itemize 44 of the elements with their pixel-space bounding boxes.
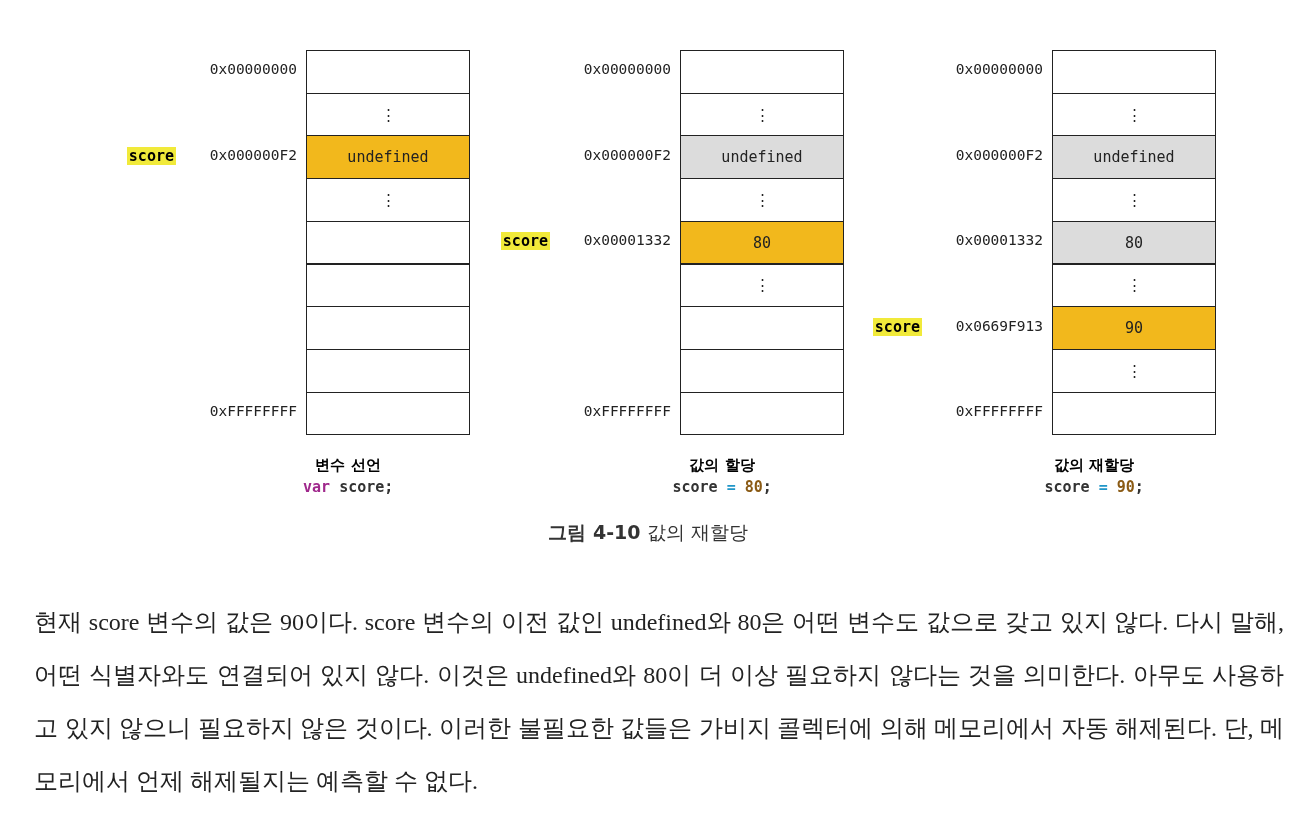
empty-memory-cell — [306, 391, 470, 436]
empty-memory-cell — [306, 50, 470, 94]
ellipsis-memory-cell: ⋮ — [680, 263, 844, 308]
code-line: score = 90; — [1044, 478, 1144, 496]
empty-memory-cell — [680, 348, 844, 393]
memory-address: 0x00000000 — [583, 61, 671, 78]
empty-memory-cell — [306, 348, 470, 393]
ellipsis-memory-cell: ⋮ — [1052, 348, 1216, 393]
memory-address: 0xFFFFFFFF — [955, 402, 1043, 419]
variable-name: score — [872, 317, 922, 336]
memory-cell: undefined — [306, 135, 470, 180]
memory-cell: 80 — [1052, 220, 1216, 265]
memory-address: 0x00001332 — [955, 232, 1043, 249]
memory-cell: 90 — [1052, 306, 1216, 350]
empty-memory-cell — [306, 220, 470, 265]
empty-memory-cell — [680, 306, 844, 350]
memory-cell: undefined — [1052, 135, 1216, 180]
variable-name: score — [126, 146, 176, 165]
variable-name: score — [500, 232, 550, 251]
empty-memory-cell — [1052, 50, 1216, 94]
memory-address: 0xFFFFFFFF — [583, 402, 671, 419]
empty-memory-cell — [306, 263, 470, 308]
memory-address: 0xFFFFFFFF — [209, 402, 297, 419]
memory-address: 0x00000000 — [209, 61, 297, 78]
memory-address: 0x0669F913 — [955, 317, 1043, 334]
empty-memory-cell — [680, 391, 844, 436]
empty-memory-cell — [680, 50, 844, 94]
ellipsis-memory-cell: ⋮ — [306, 178, 470, 222]
memory-address: 0x00001332 — [583, 232, 671, 249]
figure-caption: 그림 4-10 값의 재할당 — [548, 521, 748, 543]
memory-address: 0x000000F2 — [955, 146, 1043, 163]
empty-memory-cell — [1052, 391, 1216, 436]
memory-address: 0x000000F2 — [209, 146, 297, 163]
empty-memory-cell — [306, 306, 470, 350]
memory-cell: 80 — [680, 220, 844, 265]
step-title: 값의 할당 — [688, 456, 756, 475]
step-title: 값의 재할당 — [1052, 456, 1136, 475]
memory-cell: undefined — [680, 135, 844, 180]
body-paragraph: 현재 score 변수의 값은 90이다. score 변수의 이전 값인 undefined와 80은 어떤 변수도 값으로 갖고 있지 않다. 다시 말해, 어떤 식별자와도 연결되어 있지 않다. 이것은 undefined와 80이 더 이상 필요하지 않다는 것을 의미한다. 아무도 사용하고 있지 않으니 필요하지 않은 것이다. 이러한 불필요한 값들은 가비지 콜렉터에 의해 메모리에서 자동 해제된다. 단, 메모리에서 언제 해제될지는 예측할 수 없다. — [34, 608, 1284, 796]
step-title: 변수 선언 — [314, 456, 382, 475]
code-line: score = 80; — [672, 478, 772, 496]
memory-address: 0x00000000 — [955, 61, 1043, 78]
code-line: var score; — [303, 478, 394, 496]
memory-address: 0x000000F2 — [583, 146, 671, 163]
